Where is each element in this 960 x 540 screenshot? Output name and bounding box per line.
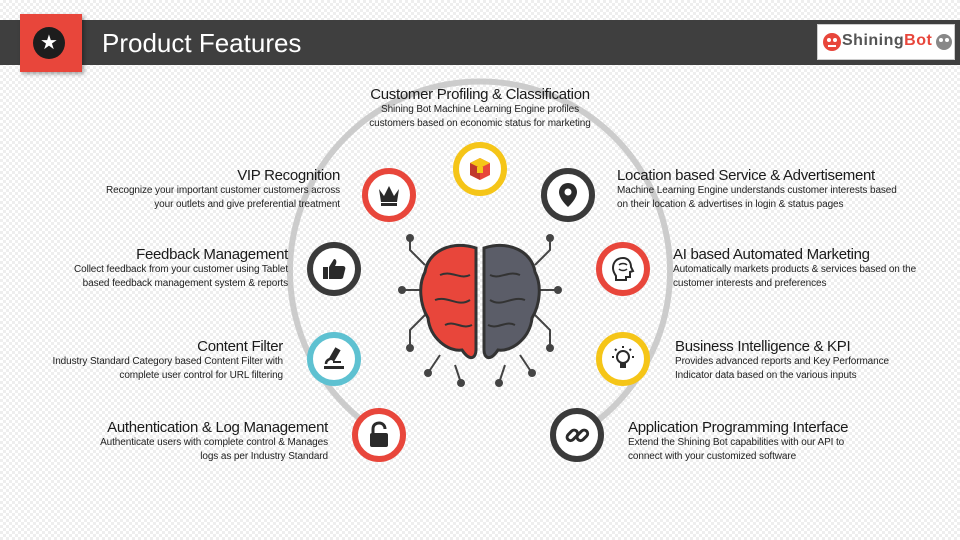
logo-text: ShiningBot <box>842 32 932 50</box>
feature-desc-authentication: Authenticate users with complete control… <box>100 437 328 462</box>
lightbulb-icon-ring <box>596 332 650 386</box>
brain-head-icon <box>611 256 635 281</box>
feature-title-authentication: Authentication & Log Management <box>107 419 328 436</box>
robot-logo-icon-right <box>936 34 952 50</box>
feature-title-content-filter: Content Filter <box>197 338 283 355</box>
link-icon <box>565 428 590 443</box>
thumbs-up-icon <box>323 259 346 279</box>
shiningbot-logo: ShiningBot <box>817 24 955 60</box>
cube-icon <box>470 158 490 180</box>
lock-icon-ring <box>352 408 406 462</box>
crown-icon-ring <box>362 168 416 222</box>
feature-desc-customer-profiling: Shining Bot Machine Learning Engine prof… <box>369 104 591 129</box>
brain-illustration <box>398 234 562 387</box>
header-badge: ★ <box>20 14 82 72</box>
feature-desc-business-intelligence: Provides advanced reports and Key Perfor… <box>675 356 889 381</box>
feature-desc-feedback-management: Collect feedback from your customer usin… <box>73 264 288 289</box>
lock-icon <box>370 421 388 447</box>
feature-desc-vip-recognition: Recognize your important customer custom… <box>106 185 340 210</box>
crown-icon <box>379 186 399 206</box>
header-bar <box>0 20 960 65</box>
logo-text-bot: Bot <box>904 32 933 49</box>
feature-title-customer-profiling: Customer Profiling & Classification <box>370 86 590 103</box>
feature-desc-api: Extend the Shining Bot capabilities with… <box>628 437 845 462</box>
logo-text-shining: Shining <box>842 32 905 49</box>
link-icon-ring <box>550 408 604 462</box>
thumbs-up-icon-ring <box>307 242 361 296</box>
microscope-icon-ring <box>307 332 361 386</box>
lightbulb-icon <box>612 346 634 368</box>
feature-desc-content-filter: Industry Standard Category based Content… <box>52 356 284 381</box>
feature-title-location-service: Location based Service & Advertisement <box>617 167 875 184</box>
map-pin-icon-ring <box>541 168 595 222</box>
feature-desc-location-service: Machine Learning Engine understands cust… <box>617 185 897 210</box>
page-title: Product Features <box>102 28 302 58</box>
star-icon: ★ <box>33 27 65 59</box>
connector-arc <box>287 78 673 439</box>
cube-icon-ring <box>453 142 507 196</box>
map-pin-icon <box>559 183 577 207</box>
feature-title-business-intelligence: Business Intelligence & KPI <box>675 338 851 355</box>
feature-title-ai-marketing: AI based Automated Marketing <box>673 246 870 263</box>
feature-title-feedback-management: Feedback Management <box>136 246 288 263</box>
feature-title-api: Application Programming Interface <box>628 419 849 436</box>
feature-title-vip-recognition: VIP Recognition <box>237 167 340 184</box>
feature-desc-ai-marketing: Automatically markets products & service… <box>673 264 917 289</box>
microscope-icon <box>324 347 344 369</box>
robot-logo-icon <box>823 33 841 51</box>
brain-head-icon-ring <box>596 242 650 296</box>
